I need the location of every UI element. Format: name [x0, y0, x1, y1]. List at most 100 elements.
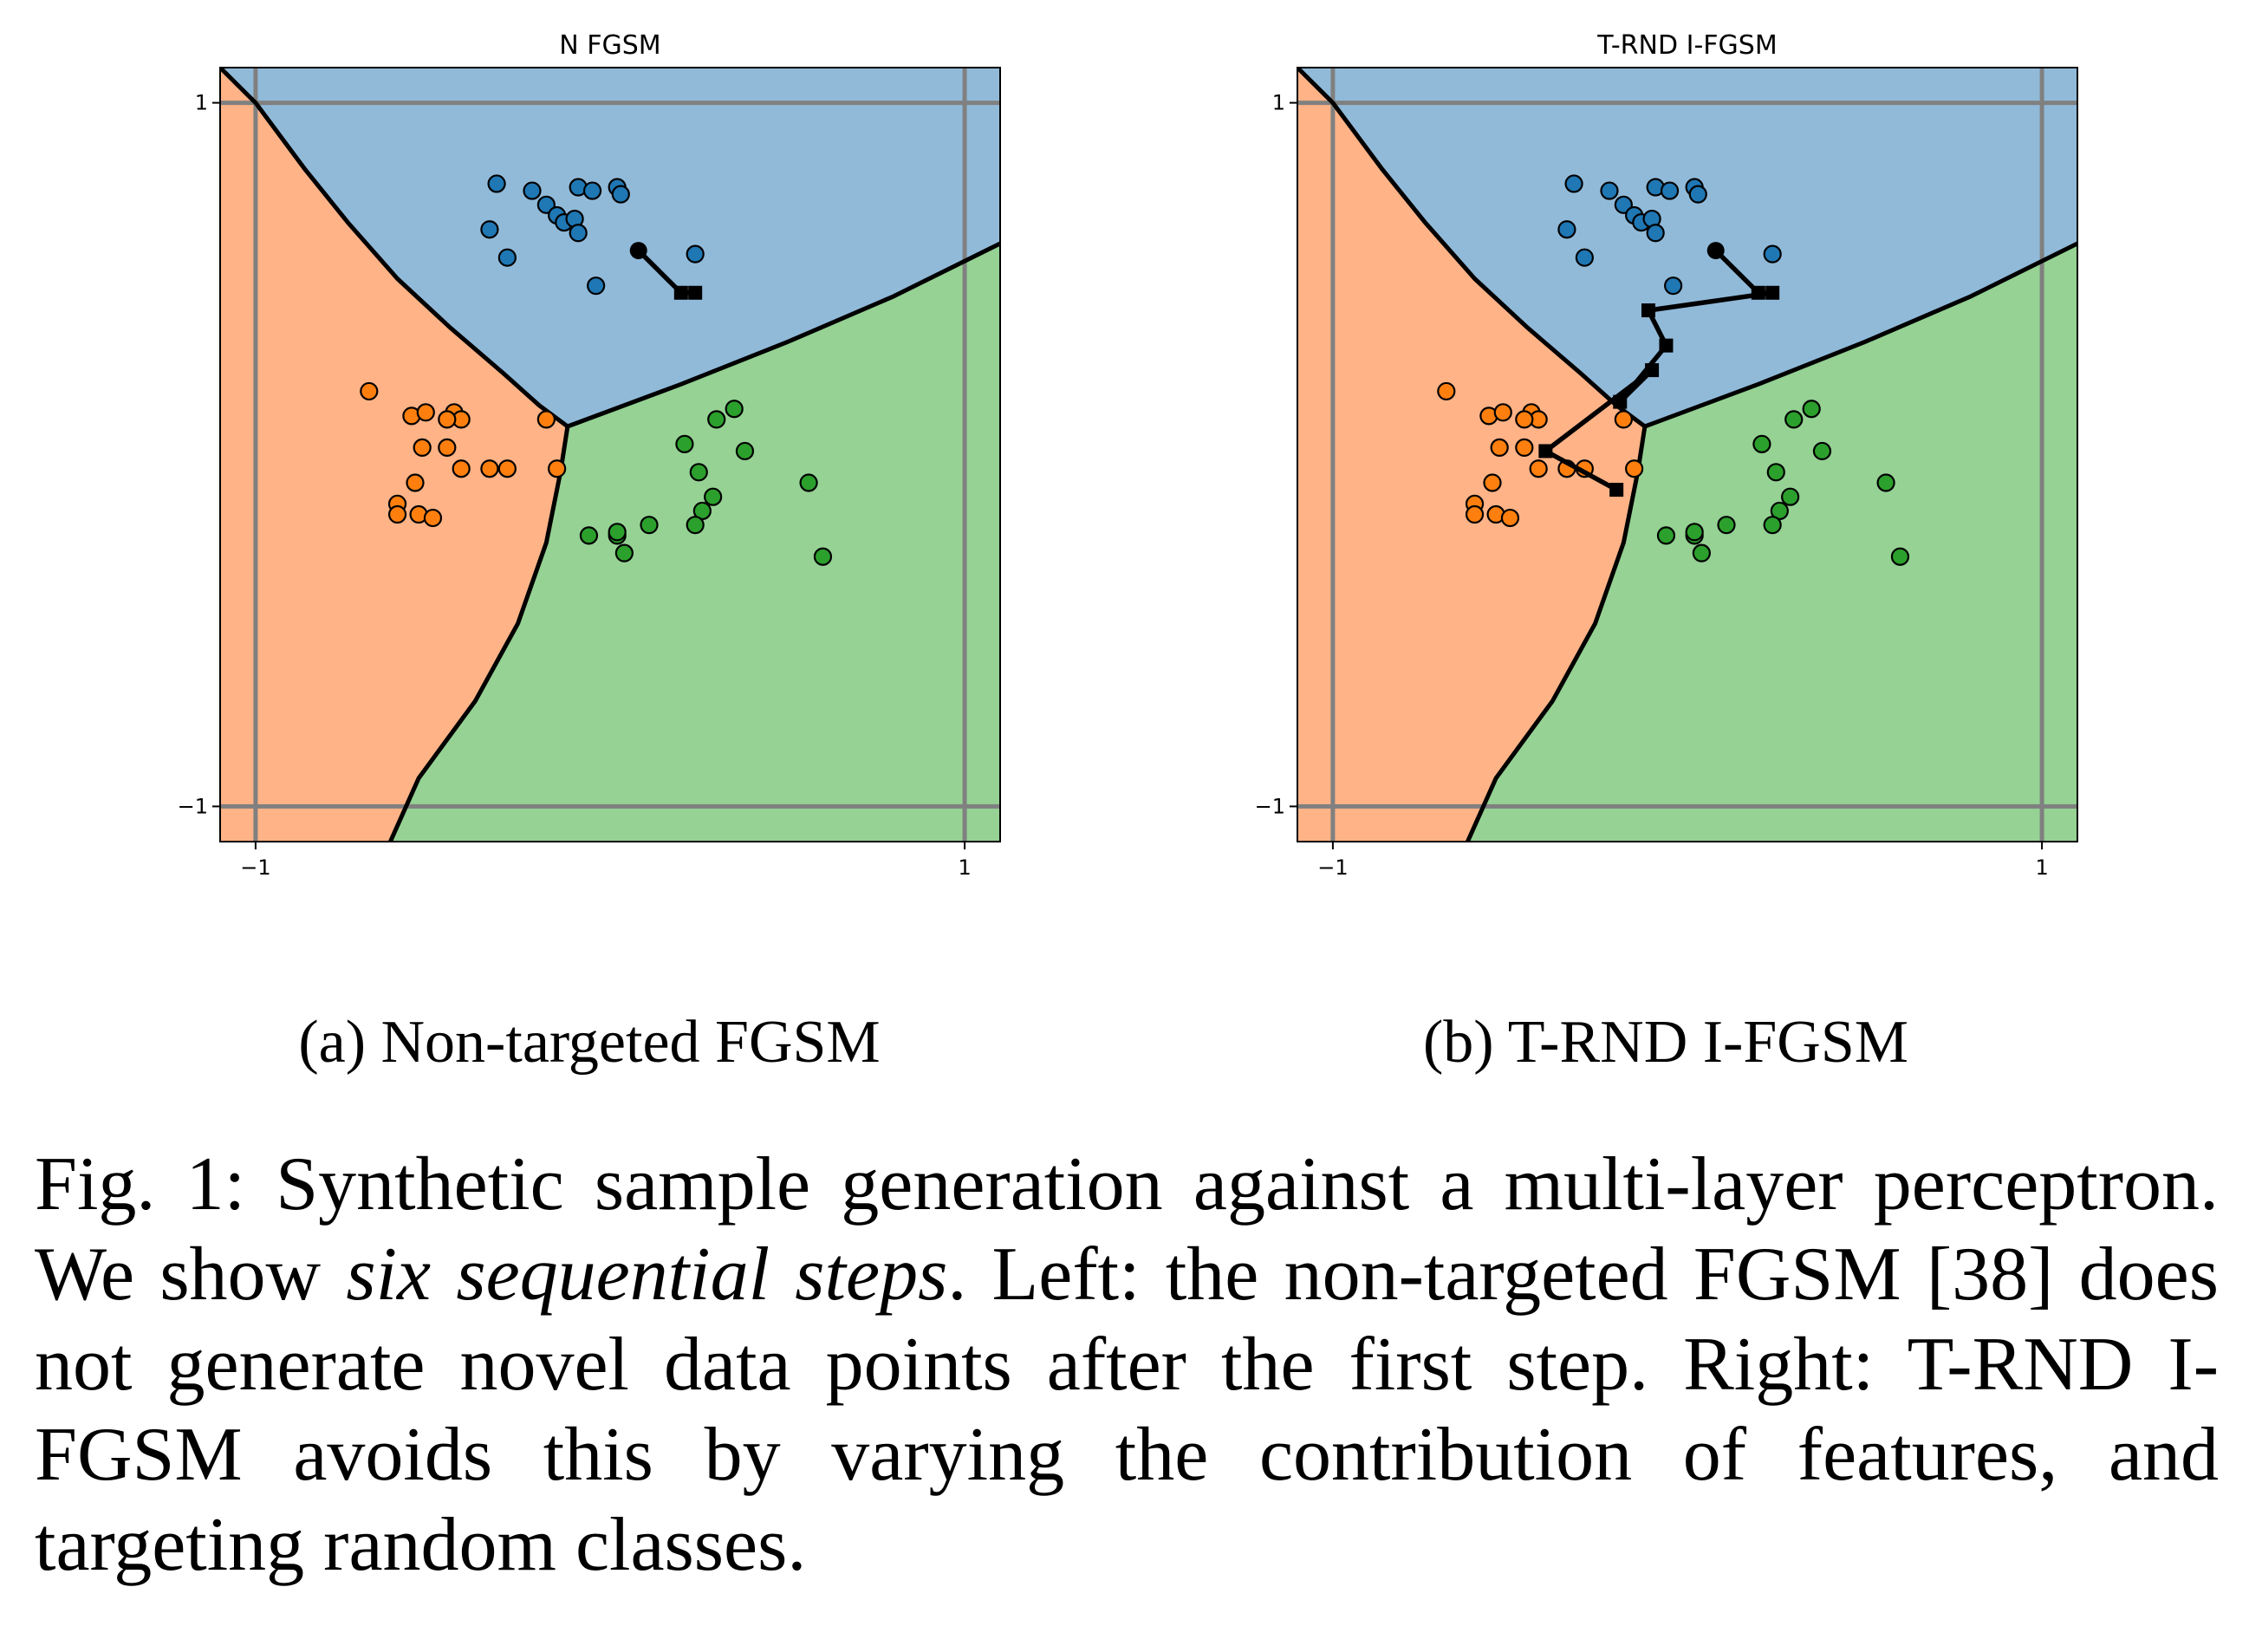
point-series-0-11 [497, 248, 517, 267]
point-series-1-13 [1483, 473, 1502, 492]
point-series-2-5 [704, 487, 723, 506]
point-series-0-7 [582, 181, 602, 200]
point-series-1-12 [548, 459, 567, 478]
point-series-0-0 [1564, 174, 1583, 193]
point-series-2-1 [707, 410, 726, 429]
point-series-2-13 [1692, 543, 1711, 563]
point-series-1-0 [1437, 381, 1456, 401]
point-series-1-5 [1515, 410, 1534, 429]
point-series-0-1 [1600, 181, 1619, 200]
point-series-2-12 [579, 526, 599, 545]
trajectory-step-marker-1 [673, 285, 688, 300]
point-series-0-12 [569, 224, 588, 243]
point-series-0-7 [1660, 181, 1680, 200]
trajectory-step-marker-5 [1613, 394, 1628, 409]
point-series-2-12 [1656, 526, 1676, 545]
region-blue [1297, 68, 2077, 426]
point-series-0-9 [611, 185, 630, 204]
region-orange [1297, 68, 1645, 842]
decision-boundary-1 [1644, 241, 2077, 429]
point-series-2-6 [1876, 473, 1895, 492]
point-series-2-2 [675, 434, 694, 453]
point-series-1-0 [360, 381, 379, 401]
point-series-1-6 [536, 410, 556, 429]
point-series-2-1 [1784, 410, 1804, 429]
axes-frame [1297, 67, 2078, 842]
y-tick-label-1: −1 [178, 794, 208, 818]
decision-boundary-0 [1297, 68, 1647, 429]
caption-text-after: . Left: the non-targeted FGSM [38] does … [35, 1232, 2219, 1587]
point-series-0-13 [1664, 276, 1683, 296]
panel-title: T-RND I-FGSM [1596, 30, 1777, 61]
point-series-2-9 [686, 516, 705, 535]
point-series-0-9 [1688, 185, 1707, 204]
region-orange [220, 68, 568, 842]
trajectory-step-marker-7 [1538, 444, 1553, 459]
point-series-2-3 [1812, 441, 1832, 461]
point-series-2-11 [608, 523, 627, 542]
trajectory-start-marker [1706, 242, 1725, 260]
point-series-2-0 [725, 400, 744, 419]
point-series-1-8 [413, 438, 432, 457]
plot-area [1297, 68, 2077, 842]
trajectory-step-marker-8 [1609, 483, 1624, 498]
point-series-1-2 [416, 403, 435, 422]
region-blue [220, 68, 1000, 426]
point-series-2-9 [1763, 516, 1782, 535]
point-series-1-12 [1625, 459, 1644, 478]
caption-emphasis: six sequential steps [346, 1232, 948, 1317]
trajectory-step-marker-4 [1659, 338, 1674, 353]
point-series-2-0 [1802, 400, 1821, 419]
point-series-0-14 [1763, 244, 1782, 263]
point-series-1-13 [406, 473, 425, 492]
trajectory-step-marker-2 [1765, 285, 1780, 300]
point-series-1-6 [1614, 410, 1633, 429]
point-series-2-4 [1766, 463, 1785, 482]
point-series-1-9 [452, 459, 471, 478]
trajectory-step-marker-2 [688, 285, 703, 300]
trajectory-step-marker-3 [1641, 303, 1655, 318]
panel-subcaption: (a) Non-targeted FGSM [298, 1009, 880, 1076]
x-tick-label-1: 1 [958, 855, 971, 880]
point-series-1-8 [1490, 438, 1509, 457]
y-tick-label-0: 1 [195, 91, 208, 115]
point-series-1-9 [1529, 459, 1548, 478]
caption-label: Fig. 1: [35, 1142, 246, 1226]
trajectory-step-marker-1 [1751, 285, 1765, 300]
x-tick-label-0: −1 [1317, 855, 1348, 880]
point-series-2-11 [1685, 523, 1704, 542]
plot-area [220, 68, 1000, 842]
point-series-1-11 [497, 459, 517, 478]
region-green [390, 244, 1000, 842]
point-series-1-16 [1465, 504, 1485, 524]
y-tick-label-1: −1 [1255, 794, 1285, 818]
point-series-0-13 [587, 276, 606, 296]
point-series-1-7 [1515, 438, 1534, 457]
point-series-1-2 [1493, 403, 1512, 422]
point-series-1-5 [438, 410, 457, 429]
point-series-1-17 [423, 508, 443, 528]
point-series-0-11 [1575, 248, 1594, 267]
panel-subcaption: (b) T-RND I-FGSM [1423, 1009, 1908, 1076]
point-series-2-13 [614, 543, 634, 563]
panel-title: N FGSM [559, 30, 660, 61]
point-series-1-7 [438, 438, 457, 457]
point-series-2-5 [1781, 487, 1800, 506]
region-green [1467, 244, 2077, 842]
point-series-0-1 [523, 181, 542, 200]
point-series-2-2 [1752, 434, 1771, 453]
point-series-2-8 [1717, 516, 1736, 535]
point-series-1-16 [387, 504, 407, 524]
point-series-0-14 [686, 244, 705, 263]
point-series-0-12 [1646, 224, 1665, 243]
trajectory-step-marker-6 [1645, 363, 1660, 378]
point-series-2-8 [640, 516, 659, 535]
axes-frame [219, 67, 1001, 842]
y-tick-label-0: 1 [1272, 91, 1285, 115]
point-series-2-3 [735, 441, 755, 461]
point-series-2-4 [689, 463, 708, 482]
point-series-1-17 [1500, 508, 1520, 528]
